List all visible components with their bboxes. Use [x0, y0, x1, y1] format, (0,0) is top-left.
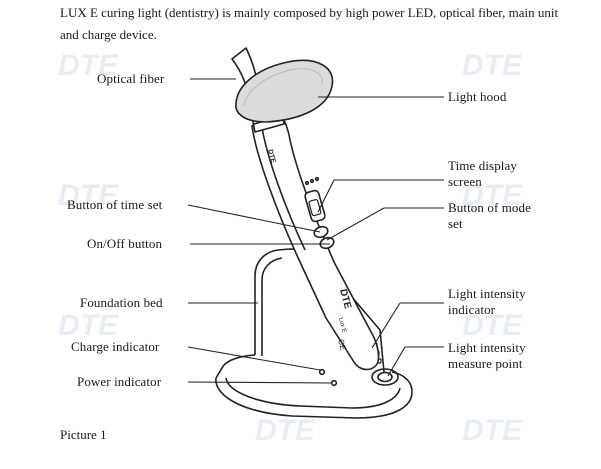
charger-base: [215, 248, 413, 419]
watermark-3: DTE: [58, 179, 119, 212]
watermark-7: DTE: [255, 414, 316, 447]
handpiece-model-mark: Lux E: [337, 317, 347, 333]
handpiece: DTE DTE Lux E CE: [251, 108, 380, 371]
label-light-intensity-measure-line2: measure point: [448, 356, 523, 371]
watermark-6: DTE: [462, 309, 523, 342]
leader-lines: [187, 78, 444, 384]
figure-caption: Picture 1: [60, 427, 107, 442]
watermark-2: DTE: [462, 49, 523, 82]
label-light-intensity-measure-line1: Light intensity: [448, 340, 526, 355]
label-power-indicator: Power indicator: [77, 374, 162, 389]
label-foundation-bed: Foundation bed: [80, 295, 163, 310]
label-button-time-set: Button of time set: [67, 197, 163, 212]
label-on-off-button: On/Off button: [87, 236, 163, 251]
watermark-8: DTE: [462, 414, 523, 447]
label-light-hood: Light hood: [448, 89, 507, 104]
label-light-intensity-indicator-line1: Light intensity: [448, 286, 526, 301]
light-hood: [235, 59, 334, 123]
handpiece-brand-small: DTE: [266, 149, 276, 165]
label-light-intensity-indicator-line2: indicator: [448, 302, 496, 317]
label-optical-fiber: Optical fiber: [97, 71, 165, 86]
handpiece-brand-mark: DTE: [337, 288, 353, 310]
watermark-5: DTE: [58, 309, 119, 342]
label-charge-indicator: Charge indicator: [71, 339, 160, 354]
label-button-mode-line1: Button of mode: [448, 200, 532, 215]
watermark-1: DTE: [58, 49, 119, 82]
label-button-mode-line2: set: [448, 216, 463, 231]
label-time-display-line2: screen: [448, 174, 482, 189]
watermark-4: DTE: [462, 179, 523, 212]
intro-paragraph: LUX E curing light (dentistry) is mainly…: [60, 5, 559, 42]
watermarks: DTE DTE DTE DTE DTE DTE DTE DTE: [58, 49, 523, 447]
label-time-display-line1: Time display: [448, 158, 517, 173]
handpiece-ce-mark: CE: [336, 338, 348, 351]
